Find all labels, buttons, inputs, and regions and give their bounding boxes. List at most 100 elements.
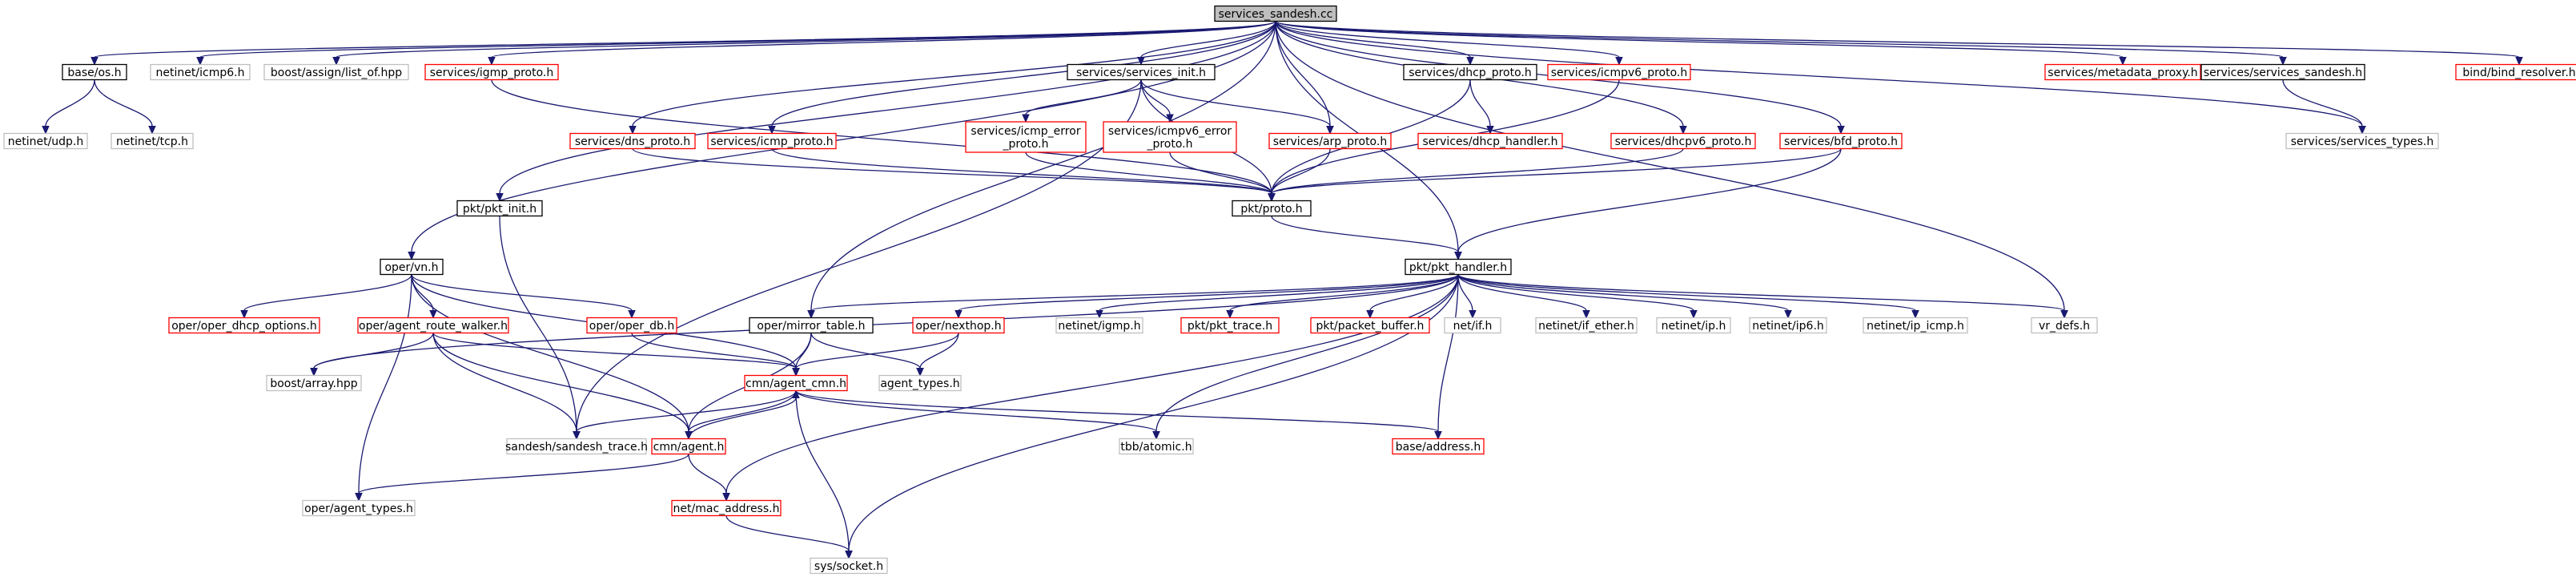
node-label: _proto.h — [1002, 138, 1048, 151]
node-tcp: netinet/tcp.h — [111, 132, 194, 150]
node-pkt_init[interactable]: pkt/pkt_init.h — [456, 200, 543, 217]
edge-line — [358, 454, 689, 494]
node-base_os[interactable]: base/os.h — [62, 63, 127, 81]
node-mac_address[interactable]: net/mac_address.h — [671, 499, 782, 517]
edge-line — [795, 390, 1157, 433]
node-label: services/icmpv6_proto.h — [1551, 67, 1688, 79]
node-services_sandesh_h[interactable]: services/services_sandesh.h — [2200, 63, 2365, 81]
edge-line — [1271, 148, 1684, 195]
node-label: base/address.h — [1396, 441, 1481, 454]
node-box — [1214, 5, 1337, 22]
node-icmp_proto[interactable]: services/icmp_proto.h — [707, 132, 837, 150]
node-igmp_proto[interactable]: services/igmp_proto.h — [424, 63, 559, 81]
node-dhcp_proto[interactable]: services/dhcp_proto.h — [1403, 63, 1537, 81]
node-label: base/os.h — [67, 67, 121, 79]
edge-agent_cmn-to-tbb_atomic — [795, 390, 1160, 440]
node-pkt_proto[interactable]: pkt/proto.h — [1232, 200, 1312, 217]
node-label: services/dhcp_proto.h — [1409, 67, 1532, 79]
edge-arrowhead — [722, 493, 730, 502]
node-box — [2031, 317, 2098, 334]
node-box — [912, 317, 1005, 334]
edge-arrowhead — [2119, 57, 2127, 66]
edge-dhcp_proto-to-dhcp_handler — [1469, 79, 1494, 135]
edge-line — [313, 333, 434, 369]
node-bind_resolver[interactable]: bind/bind_resolver.h — [2455, 63, 2576, 81]
node-services_init[interactable]: services/services_init.h — [1067, 63, 1216, 81]
node-label: pkt/proto.h — [1240, 203, 1302, 216]
node-label: cmn/agent.h — [653, 441, 725, 454]
node-box — [965, 121, 1087, 153]
edge-arrowhead — [807, 310, 815, 319]
node-box — [456, 200, 543, 217]
node-oper_dhcp[interactable]: oper/oper_dhcp_options.h — [168, 317, 320, 334]
edge-arrowhead — [1837, 126, 1845, 135]
node-dhcp_handler[interactable]: services/dhcp_handler.h — [1417, 132, 1563, 150]
edge-bfd_proto-to-pkt_proto — [1268, 147, 1842, 202]
edge-line — [1457, 274, 1694, 312]
node-box — [1310, 317, 1430, 334]
node-dns_proto[interactable]: services/dns_proto.h — [569, 132, 696, 150]
edge-base_os-to-udp — [42, 79, 95, 135]
edge-line — [499, 21, 1276, 194]
node-cmn_agent[interactable]: cmn/agent.h — [651, 438, 726, 455]
edge-line — [1457, 273, 1789, 312]
node-arp_proto[interactable]: services/arp_proto.h — [1268, 132, 1392, 150]
node-sandesh[interactable]: services_sandesh.cc — [1214, 5, 1337, 22]
node-label: services/arp_proto.h — [1273, 135, 1387, 148]
node-icmp_error[interactable]: services/icmp_error_proto.h — [965, 121, 1087, 153]
edge-line — [1275, 21, 1471, 59]
node-bfd_proto[interactable]: services/bfd_proto.h — [1779, 132, 1903, 150]
node-mirror_table[interactable]: oper/mirror_table.h — [749, 317, 874, 334]
node-box — [357, 317, 509, 334]
node-dhcpv6_proto[interactable]: services/dhcpv6_proto.h — [1610, 132, 1756, 150]
node-agent_cmn[interactable]: cmn/agent_cmn.h — [744, 374, 848, 392]
node-label: netinet/udp.h — [8, 135, 84, 148]
node-oper_db[interactable]: oper/oper_db.h — [586, 317, 677, 334]
node-packet_buffer[interactable]: pkt/packet_buffer.h — [1310, 317, 1430, 334]
edge-mac_address-to-socket — [725, 515, 853, 559]
node-route_walker[interactable]: oper/agent_route_walker.h — [357, 317, 509, 334]
edge-arrowhead — [1226, 310, 1234, 319]
node-icmp6: netinet/icmp6.h — [150, 63, 251, 81]
edge-arrowhead — [1326, 126, 1334, 135]
node-label: services/metadata_proxy.h — [2048, 67, 2197, 79]
node-agent_types: agent_types.h — [878, 374, 962, 392]
edge-arrowhead — [1690, 310, 1698, 319]
edge-line — [725, 515, 850, 551]
node-box — [1444, 317, 1501, 334]
edge-line — [1457, 273, 1916, 312]
node-ip6: netinet/ip6.h — [1749, 317, 1827, 334]
node-label: netinet/ip6.h — [1752, 320, 1824, 333]
node-label: services/icmp_proto.h — [710, 135, 833, 148]
edge-arrowhead — [1268, 193, 1276, 202]
node-box — [1232, 200, 1312, 217]
node-box — [1403, 63, 1537, 81]
node-metadata_proxy[interactable]: services/metadata_proxy.h — [2044, 63, 2201, 81]
node-label: services/icmpv6_error — [1108, 125, 1232, 138]
node-box — [1749, 317, 1827, 334]
edge-arrowhead — [792, 368, 800, 377]
node-icmpv6_proto[interactable]: services/icmpv6_proto.h — [1547, 63, 1691, 81]
node-icmpv6_error[interactable]: services/icmpv6_error_proto.h — [1103, 121, 1237, 153]
edge-line — [1271, 216, 1459, 253]
node-oper_vn[interactable]: oper/vn.h — [380, 258, 444, 276]
node-box — [266, 374, 362, 392]
node-label: sandesh/sandesh_trace.h — [505, 441, 648, 454]
node-base_address[interactable]: base/address.h — [1392, 438, 1485, 455]
edge-arrowhead — [628, 310, 636, 319]
node-box — [1417, 132, 1563, 150]
node-pkt_trace[interactable]: pkt/pkt_trace.h — [1180, 317, 1280, 334]
node-label: cmn/agent_cmn.h — [745, 377, 846, 390]
edge-agent_cmn-to-base_address — [795, 389, 1442, 440]
node-nexthop[interactable]: oper/nexthop.h — [912, 317, 1005, 334]
node-pkt_handler[interactable]: pkt/pkt_handler.h — [1405, 258, 1512, 276]
edge-pkt_handler-to-ip — [1457, 274, 1698, 319]
edge-oper_vn-to-oper_db — [411, 274, 636, 319]
node-label: oper/mirror_table.h — [757, 320, 865, 333]
node-box — [1180, 317, 1280, 334]
edge-arrowhead — [2279, 57, 2287, 66]
edge-arrowhead — [488, 57, 496, 66]
node-vr_defs: vr_defs.h — [2031, 317, 2098, 334]
edge-line — [411, 274, 633, 312]
edge-line — [94, 79, 153, 127]
